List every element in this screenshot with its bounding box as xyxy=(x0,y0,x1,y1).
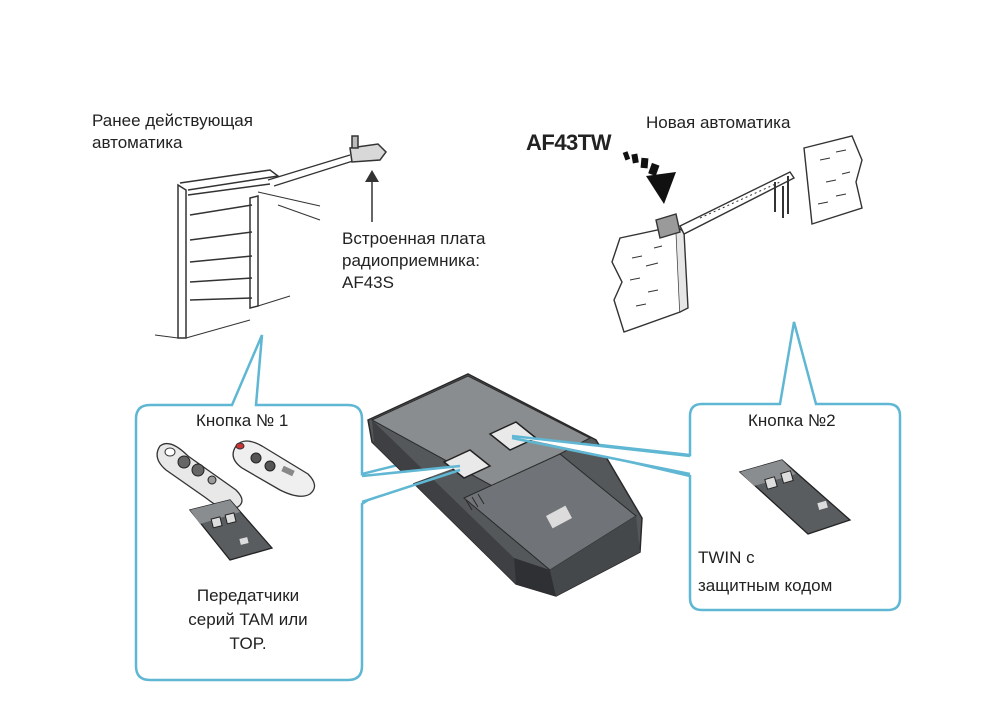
callout-right xyxy=(519,321,902,612)
arrow-up-icon xyxy=(365,170,379,222)
new-automation-label: Новая автоматика xyxy=(646,113,791,132)
motion-arrow-icon xyxy=(622,151,676,204)
transmitters-label: Передатчики серий TAM или TOP. xyxy=(188,586,308,653)
garage-door-illustration xyxy=(154,135,387,339)
signal-beams xyxy=(361,434,691,504)
gate-barrier-illustration xyxy=(611,135,863,333)
twin-label: TWIN с защитным кодом xyxy=(698,548,833,595)
receiver-device xyxy=(367,373,643,597)
old-automation-label: Ранее действующая автоматика xyxy=(92,111,253,152)
model-label: AF43TW xyxy=(526,130,612,155)
receiver-board-label: Встроенная плата радиоприемника: AF43S xyxy=(342,229,486,292)
button2-label: Кнопка №2 xyxy=(748,411,836,430)
twin-remote-left-illustration xyxy=(188,499,274,561)
callout-left xyxy=(134,334,435,682)
twin-remote-right-illustration xyxy=(738,459,852,535)
top-remote-illustration xyxy=(232,440,316,497)
button1-label: Кнопка № 1 xyxy=(196,411,289,430)
